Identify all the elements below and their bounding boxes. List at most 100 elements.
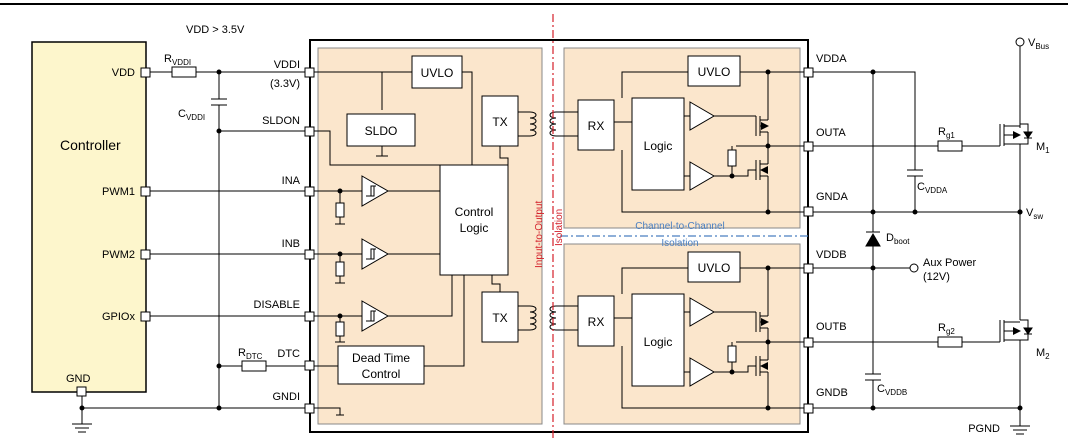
logic-block-a xyxy=(631,97,685,191)
controller-pin-pwm2-label: PWM2 xyxy=(102,249,135,261)
rx-block-a xyxy=(577,99,615,151)
uvlo-b-label: UVLO xyxy=(698,261,731,275)
channel-isolation-label-1: Channel-to-Channel xyxy=(635,221,725,232)
uvlo-block-b xyxy=(687,251,741,283)
ground-symbol-controller xyxy=(72,408,92,433)
input-output-isolation-label-2: Isolation xyxy=(554,209,565,246)
pin-gnda-label: GNDA xyxy=(816,191,848,203)
pin-inb-label: INB xyxy=(282,238,300,250)
pin-outa-label: OUTA xyxy=(816,127,846,139)
cvddi-label: CVDDI xyxy=(178,108,205,122)
pin-gndi xyxy=(304,403,315,414)
logic-b-label: Logic xyxy=(644,335,673,349)
pin-vddi-label: VDDI xyxy=(274,59,300,71)
control-logic-block xyxy=(439,164,509,276)
pin-vddb-label: VDDB xyxy=(816,249,847,261)
pin-outb-label: OUTB xyxy=(816,321,847,333)
resistor-rvddi xyxy=(171,66,197,78)
pin-vddb xyxy=(803,263,814,274)
rx-a-label: RX xyxy=(588,119,605,133)
controller-pin-vdd xyxy=(140,67,151,78)
controller-pin-gpiox xyxy=(140,311,151,322)
dead-time-control-block xyxy=(337,345,425,385)
rx-b-label: RX xyxy=(588,315,605,329)
ground-symbol-pgnd xyxy=(1010,408,1030,435)
pin-gndi-label: GNDI xyxy=(273,391,301,403)
aux-power-terminal xyxy=(909,263,919,273)
pgnd-label: PGND xyxy=(968,423,1000,435)
mosfet-m2-body-diode xyxy=(1023,327,1033,335)
input-output-isolation-label-1: Input-to-Output xyxy=(534,201,545,268)
tx-b-label: TX xyxy=(492,311,507,325)
pin-vddi-voltage-label: (3.3V) xyxy=(270,78,300,90)
aux-power-label-1: Aux Power xyxy=(923,257,977,269)
pin-sldon-label: SLDON xyxy=(262,115,300,127)
rvddi-label: RVDDI xyxy=(164,53,191,67)
logic-a-label: Logic xyxy=(644,139,673,153)
aux-power-label-2: (12V) xyxy=(923,271,950,283)
controller-title: Controller xyxy=(60,137,121,153)
rg1-label: Rg1 xyxy=(938,126,955,140)
controller-pin-gnd xyxy=(76,386,87,397)
schmitt-buffer-ina xyxy=(361,175,390,207)
boot-diode xyxy=(865,233,881,247)
vdd-condition-label: VDD > 3.5V xyxy=(186,24,245,36)
controller-pin-gpiox-label: GPIOx xyxy=(102,311,136,323)
tx-block-b xyxy=(481,291,519,343)
vsw-label: Vsw xyxy=(1026,207,1043,221)
controller-block xyxy=(31,41,147,393)
pin-gnda xyxy=(803,206,814,217)
uvlo-input-block xyxy=(411,55,463,89)
schmitt-buffer-disable xyxy=(361,300,390,332)
control-logic-label-2: Logic xyxy=(460,221,489,235)
rg2-label: Rg2 xyxy=(938,322,955,336)
uvlo-input-label: UVLO xyxy=(421,66,454,80)
uvlo-a-label: UVLO xyxy=(698,65,731,79)
sldo-label: SLDO xyxy=(365,124,398,138)
resistor-rg1 xyxy=(937,140,963,152)
m1-label: M1 xyxy=(1036,141,1050,155)
pin-disable-label: DISABLE xyxy=(254,299,300,311)
cvdda-label: CVDDA xyxy=(917,181,948,195)
vbus-terminal xyxy=(1015,37,1025,47)
pin-disable xyxy=(304,311,315,322)
resistor-rg2 xyxy=(937,336,963,348)
pin-outb xyxy=(803,337,814,348)
pin-dtc xyxy=(304,360,315,371)
pin-vdda xyxy=(803,67,814,78)
controller-pin-pwm1-label: PWM1 xyxy=(102,186,135,198)
pin-ina-label: INA xyxy=(282,175,301,187)
pin-dtc-label: DTC xyxy=(277,348,300,360)
pin-gndb xyxy=(803,403,814,414)
rdtc-label: RDTC xyxy=(238,347,263,361)
controller-pin-pwm2 xyxy=(140,249,151,260)
mosfet-m1-body-diode xyxy=(1023,131,1033,139)
logic-block-b xyxy=(631,293,685,387)
pin-vdda-label: VDDA xyxy=(816,53,847,65)
capacitor-cvddb xyxy=(865,268,881,408)
sldo-block xyxy=(346,113,416,147)
dboot-label: Dboot xyxy=(886,232,910,246)
controller-pin-gnd-label: GND xyxy=(66,373,91,385)
control-logic-label-1: Control xyxy=(455,205,494,219)
pin-sldon xyxy=(304,126,315,137)
m2-label: M2 xyxy=(1036,347,1050,361)
dead-time-label-2: Control xyxy=(362,367,401,381)
controller-pin-vdd-label: VDD xyxy=(112,67,135,79)
vbus-label: VBus xyxy=(1028,37,1049,51)
uvlo-block-a xyxy=(687,55,741,87)
pin-vddi xyxy=(304,67,315,78)
pin-inb xyxy=(304,249,315,260)
capacitor-cvdda xyxy=(907,169,923,212)
dead-time-label-1: Dead Time xyxy=(352,351,410,365)
tx-a-label: TX xyxy=(492,115,507,129)
rx-block-b xyxy=(577,295,615,347)
capacitor-cvddi xyxy=(211,72,227,408)
schmitt-buffer-inb xyxy=(361,238,390,270)
resistor-rdtc xyxy=(241,360,267,372)
controller-pin-pwm1 xyxy=(140,186,151,197)
cvddb-label: CVDDB xyxy=(877,383,907,397)
pin-ina xyxy=(304,186,315,197)
pin-outa xyxy=(803,141,814,152)
